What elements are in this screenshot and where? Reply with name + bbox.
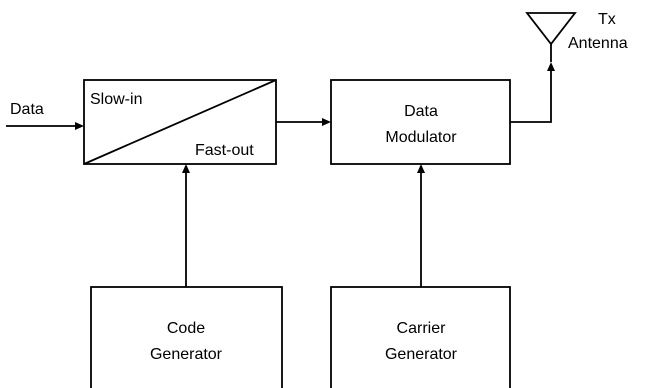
antenna-label-line2: Antenna [568,35,628,52]
code-generator-label-line1: Code [167,320,205,337]
tx-antenna-icon [525,12,577,62]
antenna-label-line1: Tx [598,11,616,28]
code-generator-label-line2: Generator [150,346,223,363]
buffer-diagonal-divider [83,79,277,165]
data-input-label: Data [10,101,44,118]
data-input-arrow [6,122,84,130]
carrier-generator-to-modulator-arrow [417,164,425,287]
modulator-label-line2: Modulator [385,129,457,146]
modulator-label-line1: Data [404,103,438,120]
data-modulator-box [330,79,511,165]
code-generator-to-buffer-arrow [182,164,190,287]
buffer-slow-in-label: Slow-in [90,91,142,108]
buffer-fast-out-label: Fast-out [195,142,254,159]
modulator-to-antenna-line [510,62,555,123]
carrier-generator-box [330,286,511,388]
code-generator-box [90,286,283,388]
slow-in-fast-out-buffer [83,79,277,165]
carrier-generator-label-line1: Carrier [397,320,447,337]
carrier-generator-label-line2: Generator [385,346,458,363]
buffer-to-modulator-arrow [276,118,331,126]
